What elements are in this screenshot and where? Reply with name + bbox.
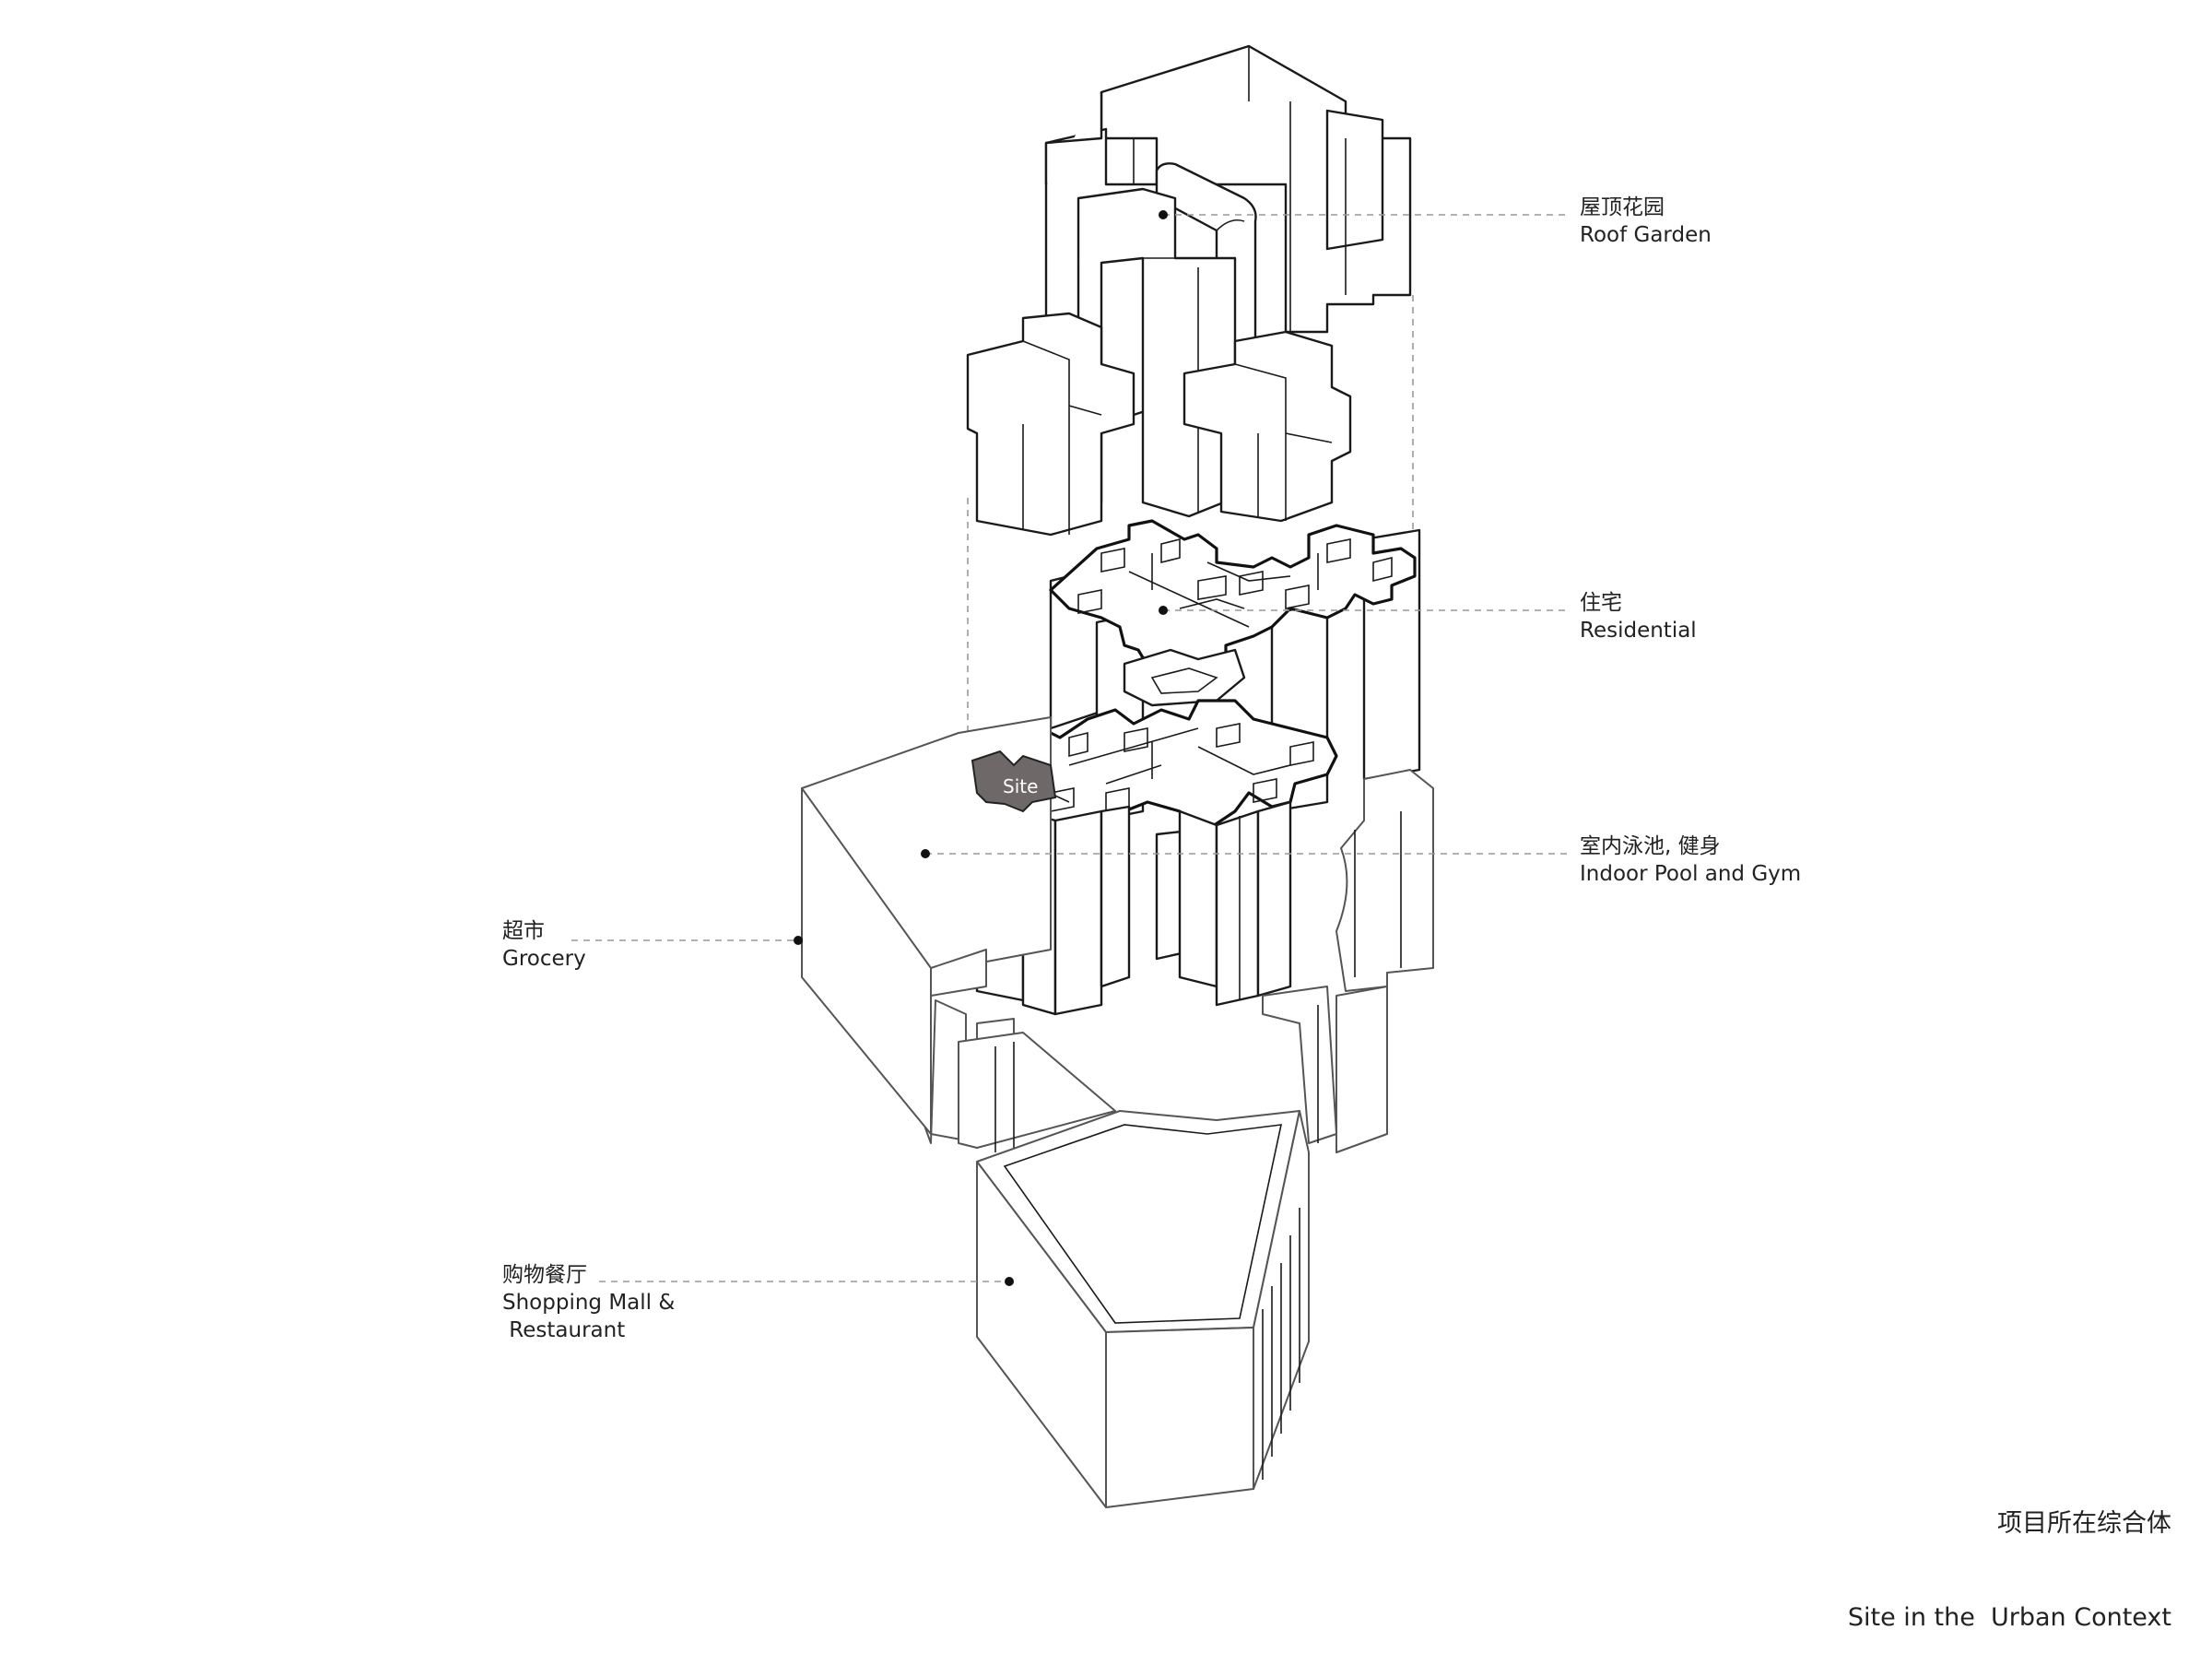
label-pool-gym: 室内泳池, 健身 Indoor Pool and Gym: [1580, 832, 1801, 888]
label-residential: 住宅 Residential: [1580, 589, 1697, 644]
leader-lines: [571, 210, 1567, 1286]
dot-mall: [1005, 1277, 1014, 1286]
dot-roof-garden: [1159, 210, 1168, 219]
shopping-mall-module: [958, 986, 1337, 1508]
podium-module: [801, 716, 1434, 1153]
label-roof-garden-en: Roof Garden: [1580, 223, 1712, 247]
label-pool-gym-cn: 室内泳池, 健身: [1580, 834, 1721, 858]
label-residential-en: Residential: [1580, 619, 1697, 643]
label-residential-cn: 住宅: [1580, 591, 1622, 615]
label-grocery-cn: 超市: [502, 919, 545, 943]
label-mall-en2: Restaurant: [502, 1318, 626, 1342]
label-roof-garden-cn: 屋顶花园: [1580, 195, 1665, 219]
label-mall: 购物餐厅 Shopping Mall & Restaurant: [502, 1261, 675, 1344]
axonometric-diagram: Site: [571, 44, 1567, 1508]
roof-tower-module: [966, 44, 1412, 537]
site-marker: Site: [971, 750, 1057, 813]
dot-pool-gym: [921, 849, 930, 858]
caption-en: Site in the Urban Context: [1847, 1603, 2171, 1632]
caption-cn: 项目所在综合体: [1997, 1509, 2171, 1538]
dot-residential: [1159, 606, 1168, 615]
site-label: Site: [1003, 775, 1038, 797]
label-grocery: 超市 Grocery: [502, 917, 586, 973]
label-pool-gym-en: Indoor Pool and Gym: [1580, 862, 1802, 886]
label-roof-garden: 屋顶花园 Roof Garden: [1580, 194, 1712, 249]
residential-module: [975, 519, 1421, 1016]
label-mall-en: Shopping Mall &: [502, 1291, 676, 1315]
dot-grocery: [794, 936, 803, 945]
label-grocery-en: Grocery: [502, 947, 586, 971]
label-mall-cn: 购物餐厅: [502, 1263, 587, 1287]
diagram-caption: 项目所在综合体 Site in the Urban Context: [1848, 1446, 2171, 1665]
